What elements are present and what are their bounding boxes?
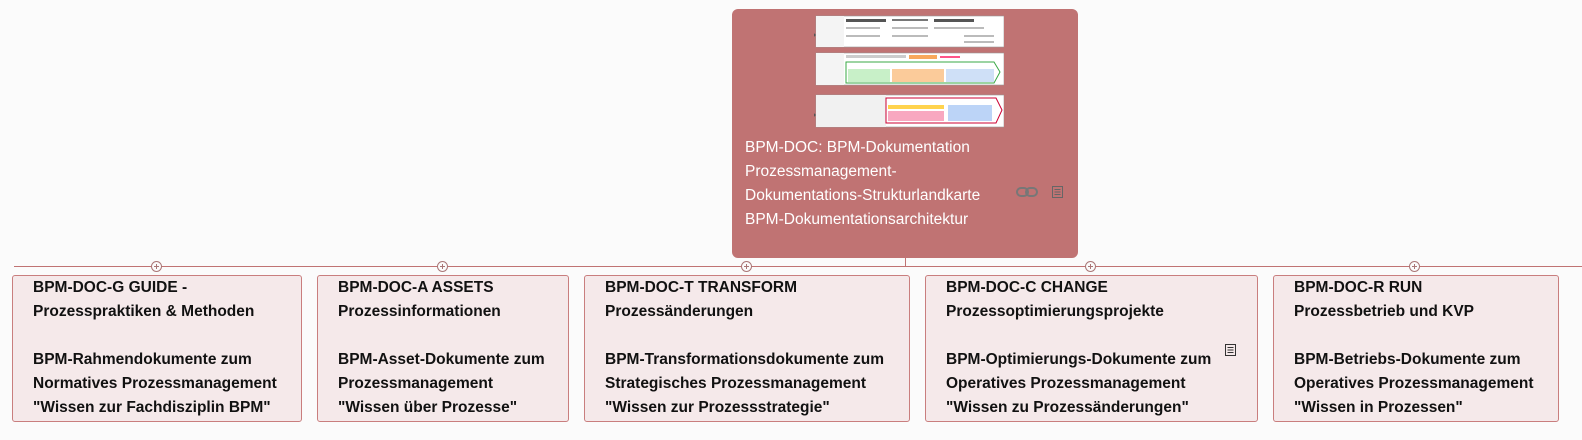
root-topic-node[interactable]: BPM-DOC: BPM-Dokumentation Prozessmanage… [732, 9, 1078, 258]
expand-icon[interactable] [1409, 261, 1420, 272]
link-icon[interactable] [1016, 185, 1038, 203]
expand-icon[interactable] [437, 261, 448, 272]
expand-icon[interactable] [741, 261, 752, 272]
child-topic-label: BPM-DOC-A ASSETS Prozessinformationen BP… [338, 279, 545, 416]
root-topic-label: BPM-DOC: BPM-Dokumentation Prozessmanage… [745, 139, 981, 228]
connector-line [905, 258, 906, 267]
child-topic-transform[interactable]: BPM-DOC-T TRANSFORM Prozessänderungen BP… [584, 275, 910, 422]
expand-icon[interactable] [151, 261, 162, 272]
child-topic-label: BPM-DOC-R RUN Prozessbetrieb und KVP BPM… [1294, 279, 1534, 416]
child-topic-label: BPM-DOC-T TRANSFORM Prozessänderungen BP… [605, 279, 885, 416]
note-icon[interactable] [1225, 343, 1236, 361]
child-topic-label: BPM-DOC-C CHANGE Prozessoptimierungsproj… [946, 279, 1212, 416]
child-topic-change[interactable]: BPM-DOC-C CHANGE Prozessoptimierungsproj… [925, 275, 1258, 422]
thumbnail-image [814, 15, 1004, 128]
connector-line [14, 266, 1582, 267]
child-topic-guide[interactable]: BPM-DOC-G GUIDE - Prozesspraktiken & Met… [12, 275, 302, 422]
expand-icon[interactable] [1085, 261, 1096, 272]
note-icon[interactable] [1052, 185, 1063, 203]
child-topic-assets[interactable]: BPM-DOC-A ASSETS Prozessinformationen BP… [317, 275, 569, 422]
child-topic-run[interactable]: BPM-DOC-R RUN Prozessbetrieb und KVP BPM… [1273, 275, 1559, 422]
child-topic-label: BPM-DOC-G GUIDE - Prozesspraktiken & Met… [33, 279, 277, 416]
